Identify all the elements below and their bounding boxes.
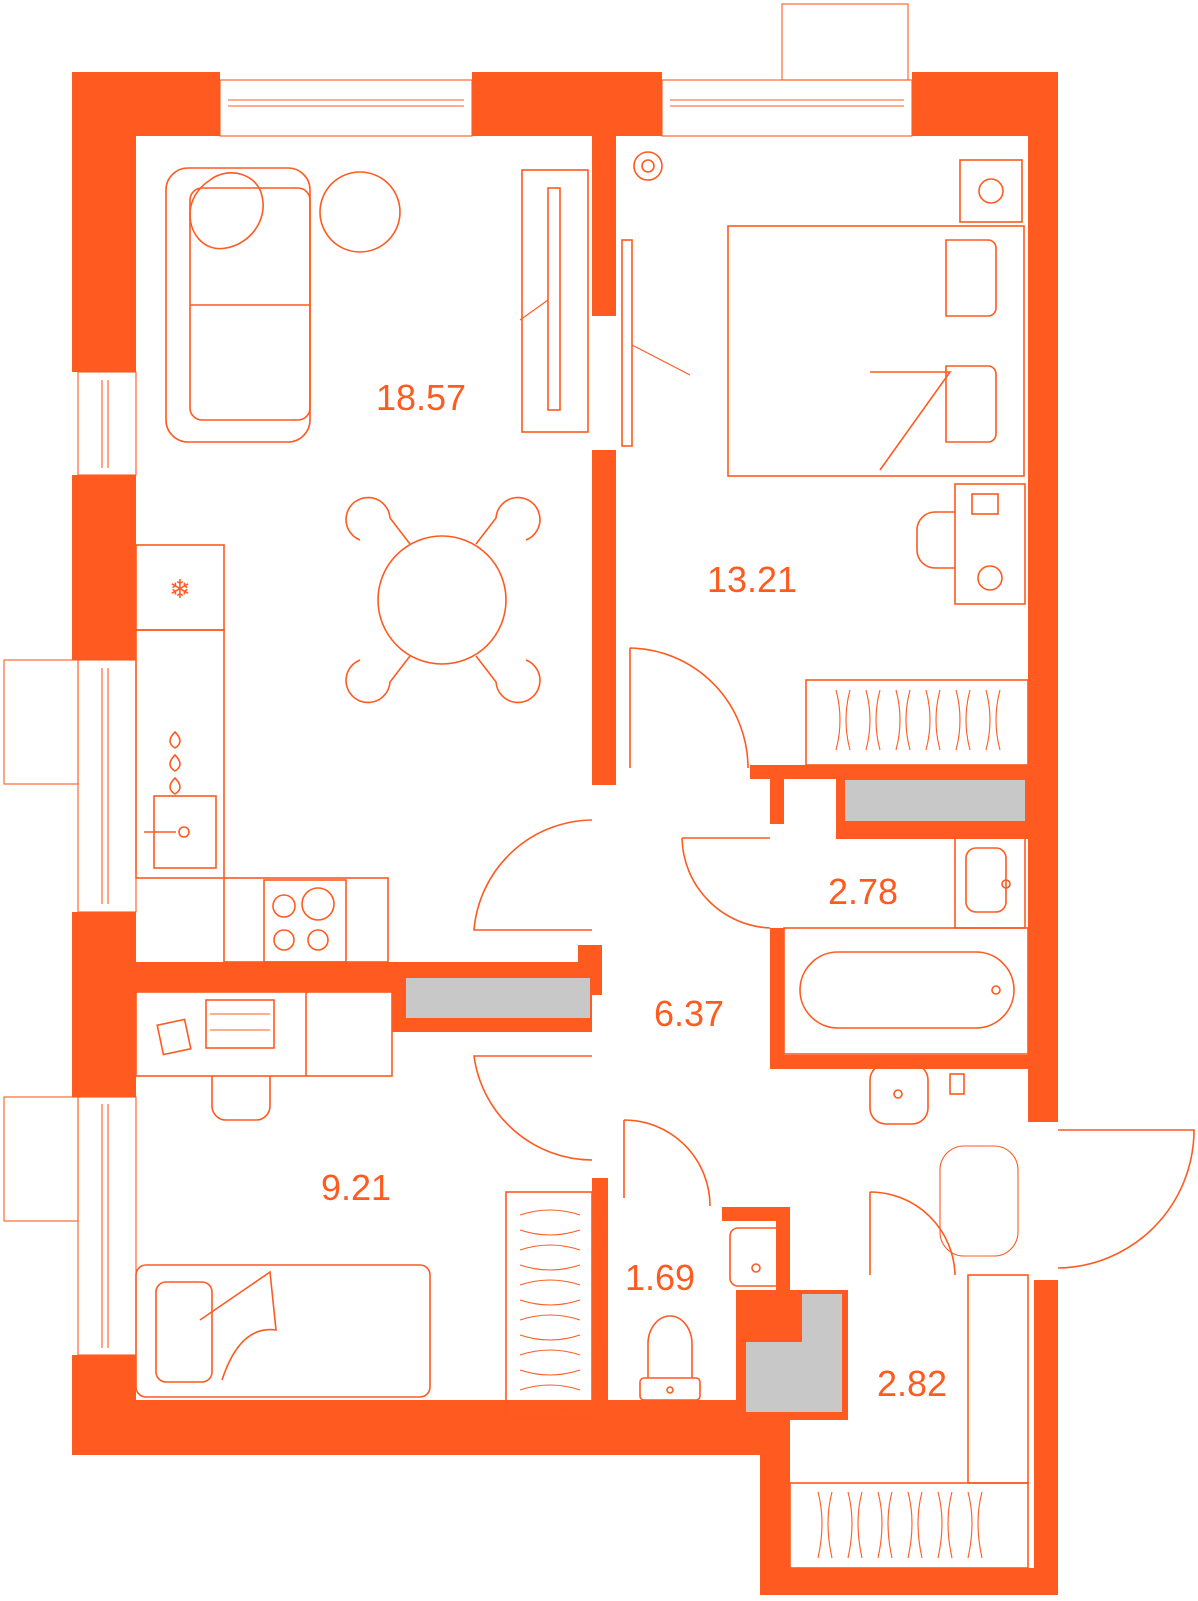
ventilation-shafts	[406, 780, 1025, 1412]
stove-icon	[169, 730, 181, 795]
desk-icon	[954, 483, 1026, 605]
toilet-sink-icon	[729, 1227, 785, 1287]
bathtub-icon	[783, 927, 1029, 1055]
doors	[473, 647, 1195, 1276]
area-children-room: 9.21	[321, 1167, 391, 1208]
sofa-icon	[165, 167, 311, 443]
child-desk-icon	[135, 991, 393, 1077]
exterior-walls	[72, 72, 1058, 1595]
area-living-kitchen: 18.57	[376, 377, 466, 418]
windows	[3, 3, 913, 1356]
sink-icon	[954, 834, 1026, 929]
interior-walls	[136, 136, 1028, 1420]
washing-machine-icon	[959, 159, 1023, 223]
child-wardrobe-icon	[505, 1191, 593, 1419]
armchair-icon	[189, 172, 264, 250]
tv-icon	[621, 239, 691, 447]
storage-wardrobe-icon	[789, 1274, 1029, 1569]
single-bed-icon	[135, 1264, 431, 1398]
double-bed-icon	[727, 225, 1025, 477]
area-bedroom: 13.21	[707, 559, 797, 600]
child-chair-icon	[211, 1076, 271, 1121]
entrance-door-icon	[1057, 1129, 1195, 1269]
kitchen-sink-icon	[144, 795, 217, 869]
tv-stand-icon	[519, 169, 589, 433]
dining-table-icon	[345, 496, 541, 704]
wardrobe-icon	[805, 679, 1029, 766]
svg-text:❄: ❄	[169, 575, 191, 605]
area-storage: 2.82	[877, 1363, 947, 1404]
toilet-icon	[639, 1315, 701, 1401]
area-bathroom: 2.78	[828, 871, 898, 912]
fridge-icon: ❄	[135, 544, 225, 631]
plant-icon	[633, 151, 663, 181]
area-toilet: 1.69	[625, 1257, 695, 1298]
rug-icon	[869, 1063, 1019, 1257]
round-table-icon	[319, 171, 401, 253]
cooktop-icon	[263, 879, 347, 963]
chair-icon	[916, 511, 955, 569]
area-hallway: 6.37	[654, 993, 724, 1034]
